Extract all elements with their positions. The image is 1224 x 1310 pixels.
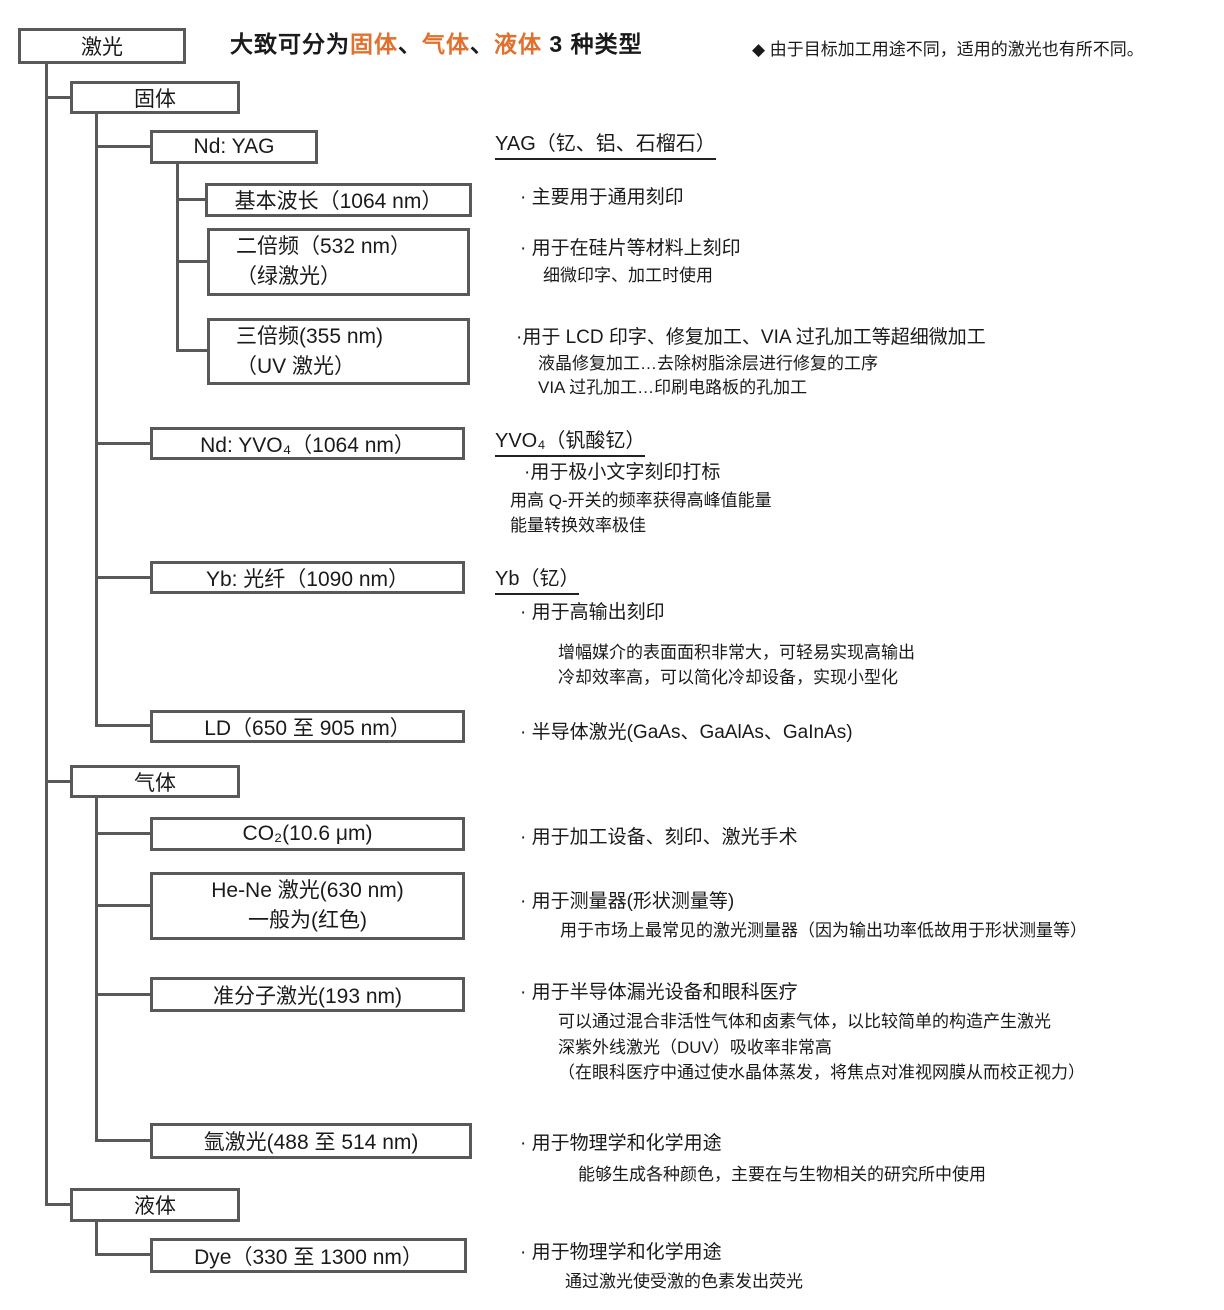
tree-connector (95, 1222, 98, 1255)
excimer-use-detail-3: （在眼科医疗中通过使水晶体蒸发，将焦点对准视网膜从而校正视力） (558, 1063, 1085, 1082)
excimer-use-detail-1: 可以通过混合非活性气体和卤素气体，以比较简单的构造产生激光 (558, 1012, 1051, 1031)
yvo4-heading: YVO₄（钒酸钇） (495, 424, 646, 457)
ld-use: · 半导体激光(GaAs、GaAlAs、GaInAs) (520, 722, 853, 743)
node-label: Dye（330 至 1300 nm） (194, 1245, 423, 1269)
node-label: 液体 (134, 1195, 176, 1218)
node-label: 激光 (81, 36, 123, 59)
title-part: 3 种类型 (542, 31, 643, 57)
yvo4-use: ·用于极小文字刻印打标 (524, 462, 721, 483)
tree-connector (95, 1253, 150, 1256)
tree-connector (95, 724, 150, 727)
tree-connector (95, 442, 150, 445)
node-box-laser: 激光 (18, 28, 186, 64)
node-label-line2: （绿激光） (236, 265, 341, 288)
thg-use-detail-2: VIA 过孔加工…印刷电路板的孔加工 (538, 378, 808, 397)
tree-connector (95, 1139, 150, 1142)
node-label: 氩激光(488 至 514 nm) (203, 1131, 419, 1154)
node-label: Nd: YVO₄（1064 nm） (200, 433, 415, 457)
yb-heading: Yb（钇） (495, 562, 580, 595)
tree-connector (176, 260, 207, 263)
tree-connector (95, 832, 150, 835)
tree-connector (45, 96, 70, 99)
node-label: CO₂(10.6 μm) (242, 822, 373, 845)
node-label: 气体 (134, 771, 176, 795)
yvo4-use-detail-2: 能量转换效率极佳 (510, 516, 646, 535)
title-part: 、 (398, 31, 422, 57)
yb-use-detail-2: 冷却效率高，可以简化冷却设备，实现小型化 (558, 668, 898, 687)
node-box-yb-fiber: Yb: 光纤（1090 nm） (150, 561, 465, 594)
yag-heading: YAG（钇、铝、石榴石） (495, 127, 716, 160)
tree-connector (176, 349, 207, 352)
tree-connector (95, 576, 150, 579)
title-part: 大致可分为 (230, 31, 350, 57)
node-box-solid: 固体 (70, 81, 240, 114)
dye-use-detail: 通过激光使受激的色素发出荧光 (565, 1272, 803, 1291)
node-label: LD（650 至 905 nm） (204, 716, 411, 740)
node-label-line2: （UV 激光） (236, 354, 356, 378)
diagram-note: ◆ 由于目标加工用途不同，适用的激光也有所不同。 (752, 40, 1144, 59)
node-label: 固体 (134, 87, 176, 111)
tree-connector (95, 145, 150, 148)
node-label: Nd: YAG (193, 135, 275, 158)
title-part-liquid: 液体 (494, 31, 542, 57)
title-part-solid: 固体 (350, 31, 398, 57)
node-label: 准分子激光(193 nm) (212, 984, 403, 1008)
yvo4-use-detail-1: 用高 Q-开关的频率获得高峰值能量 (510, 491, 772, 510)
node-label-line1: He-Ne 激光(630 nm) (211, 879, 404, 902)
title-part-gas: 气体 (422, 31, 470, 57)
tree-connector (95, 798, 98, 1141)
diagram-title: 大致可分为固体、气体、液体 3 种类型 (230, 25, 643, 59)
node-label-line1: 二倍频（532 nm） (236, 235, 412, 258)
tree-connector (176, 164, 179, 352)
excimer-use: · 用于半导体漏光设备和眼科医疗 (520, 982, 798, 1003)
node-box-second-harmonic: 二倍频（532 nm） （绿激光） (207, 228, 470, 296)
tree-connector (95, 904, 150, 907)
node-box-ld: LD（650 至 905 nm） (150, 710, 465, 743)
hene-use: · 用于测量器(形状测量等) (520, 891, 735, 912)
shg-use-detail: 细微印字、加工时使用 (543, 266, 713, 285)
fundamental-use: · 主要用于通用刻印 (520, 187, 684, 208)
node-box-gas: 气体 (70, 765, 240, 798)
node-box-liquid: 液体 (70, 1188, 240, 1222)
node-box-excimer: 准分子激光(193 nm) (150, 977, 465, 1012)
excimer-use-detail-2: 深紫外线激光（DUV）吸收率非常高 (558, 1038, 832, 1057)
node-box-co2: CO₂(10.6 μm) (150, 817, 465, 851)
node-label-line2: 一般为(红色) (248, 909, 367, 932)
node-label: Yb: 光纤（1090 nm） (205, 567, 410, 591)
tree-connector (45, 64, 48, 1205)
tree-connector (95, 993, 150, 996)
shg-use: · 用于在硅片等材料上刻印 (520, 238, 741, 259)
tree-connector (45, 780, 70, 783)
dye-use: · 用于物理学和化学用途 (520, 1242, 722, 1263)
node-box-dye: Dye（330 至 1300 nm） (150, 1238, 467, 1273)
node-box-argon: 氩激光(488 至 514 nm) (150, 1123, 472, 1159)
node-box-nd-yag: Nd: YAG (150, 130, 318, 164)
node-box-third-harmonic: 三倍频(355 nm) （UV 激光） (207, 318, 470, 385)
yb-use-detail-1: 增幅媒介的表面面积非常大，可轻易实现高输出 (558, 643, 915, 662)
thg-use: ·用于 LCD 印字、修复加工、VIA 过孔加工等超细微加工 (516, 327, 986, 348)
title-part: 、 (470, 31, 494, 57)
node-box-nd-yvo4: Nd: YVO₄（1064 nm） (150, 427, 465, 460)
thg-use-detail-1: 液晶修复加工…去除树脂涂层进行修复的工序 (538, 354, 878, 373)
tree-connector (45, 1203, 70, 1206)
node-box-hene: He-Ne 激光(630 nm) 一般为(红色) (150, 872, 465, 940)
hene-use-detail: 用于市场上最常见的激光测量器（因为输出功率低故用于形状测量等） (560, 921, 1087, 940)
argon-use-detail: 能够生成各种颜色，主要在与生物相关的研究所中使用 (578, 1165, 986, 1184)
co2-use: · 用于加工设备、刻印、激光手术 (520, 827, 798, 848)
node-box-fundamental-wavelength: 基本波长（1064 nm） (205, 183, 472, 217)
node-label: 基本波长（1064 nm） (234, 190, 443, 213)
argon-use: · 用于物理学和化学用途 (520, 1133, 722, 1154)
tree-connector (176, 198, 205, 201)
yb-use: · 用于高输出刻印 (520, 602, 665, 623)
tree-connector (95, 114, 98, 727)
node-label-line1: 三倍频(355 nm) (236, 324, 384, 348)
